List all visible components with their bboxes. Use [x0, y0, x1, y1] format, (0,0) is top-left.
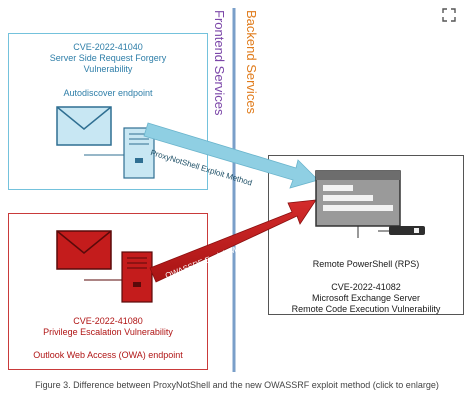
privesc-title: Privilege Escalation Vulnerability — [43, 327, 173, 337]
privesc-cve-label: CVE-2022-41080 — [73, 316, 143, 326]
owassrf-arrow — [149, 199, 317, 283]
expand-icon[interactable] — [442, 8, 456, 22]
envelope-icon — [56, 106, 112, 146]
frontend-services-label: Frontend Services — [212, 10, 227, 116]
figure-caption[interactable]: Figure 3. Difference between ProxyNotShe… — [35, 380, 439, 390]
rps-label: Remote PowerShell (RPS) — [312, 259, 420, 269]
owa-endpoint-label: Outlook Web Access (OWA) endpoint — [33, 350, 183, 360]
rce-cve-label: CVE-2022-41082 — [331, 282, 401, 292]
privilege-escalation-box — [8, 213, 208, 370]
proxynotshell-arrow — [143, 122, 319, 189]
autodiscover-endpoint-label: Autodiscover endpoint — [63, 88, 153, 98]
rce-vuln-label: Remote Code Execution Vulnerability — [291, 304, 441, 314]
ssrf-vulnerability-box — [8, 33, 208, 190]
ssrf-title-line2: Vulnerability — [83, 64, 133, 74]
ssrf-title-line1: Server Side Request Forgery — [49, 53, 167, 63]
server-tower-icon — [121, 251, 153, 303]
envelope-icon — [56, 230, 112, 270]
exchange-server-box — [268, 155, 464, 315]
app-window-icon — [315, 170, 401, 227]
backend-services-label: Backend Services — [244, 10, 259, 115]
exchange-product-label: Microsoft Exchange Server — [311, 293, 421, 303]
ssrf-cve-label: CVE-2022-41040 — [73, 42, 143, 52]
terminal-icon — [378, 226, 425, 235]
